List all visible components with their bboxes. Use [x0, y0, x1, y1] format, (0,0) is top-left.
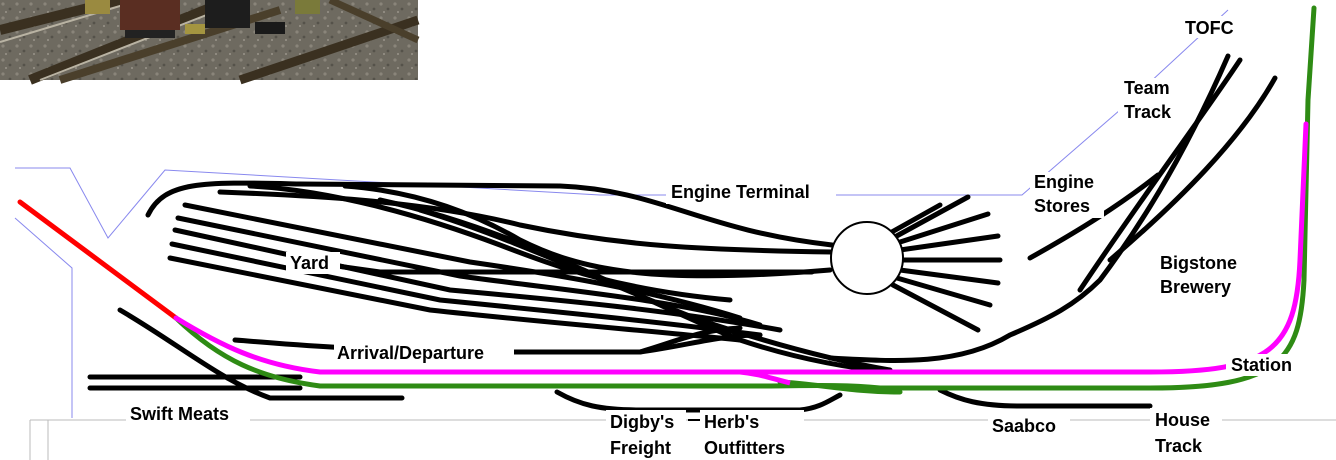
label-house-track-2: Track	[1155, 436, 1203, 456]
photo-inset	[0, 0, 420, 85]
label-engine-stores-2: Stores	[1034, 196, 1090, 216]
labels: TOFC Team Track Engine Terminal Engine S…	[126, 16, 1308, 460]
label-digbys-2: Freight	[610, 438, 671, 458]
label-station: Station	[1231, 355, 1292, 375]
label-leaders	[520, 351, 700, 421]
label-team-track-1: Team	[1124, 78, 1170, 98]
label-house-track-1: House	[1155, 410, 1210, 430]
passenger-route-track	[173, 121, 1309, 375]
label-engine-stores-1: Engine	[1034, 172, 1094, 192]
label-herbs-2: Outfitters	[704, 438, 785, 458]
label-digbys-1: Digby's	[610, 412, 674, 432]
turntable-icon	[830, 221, 904, 295]
label-arrival-departure: Arrival/Departure	[337, 343, 484, 363]
label-team-track-2: Track	[1124, 102, 1172, 122]
label-herbs-1: Herb's	[704, 412, 759, 432]
label-bigstone-1: Bigstone	[1160, 253, 1237, 273]
main-line-track	[173, 5, 1317, 395]
label-engine-terminal: Engine Terminal	[671, 182, 810, 202]
label-saabco: Saabco	[992, 416, 1056, 436]
label-swift-meats: Swift Meats	[130, 404, 229, 424]
label-bigstone-2: Brewery	[1160, 277, 1231, 297]
staging-lead-track	[17, 199, 179, 321]
label-tofc: TOFC	[1185, 18, 1234, 38]
trackwork	[87, 53, 1278, 413]
label-yard: Yard	[290, 253, 329, 273]
